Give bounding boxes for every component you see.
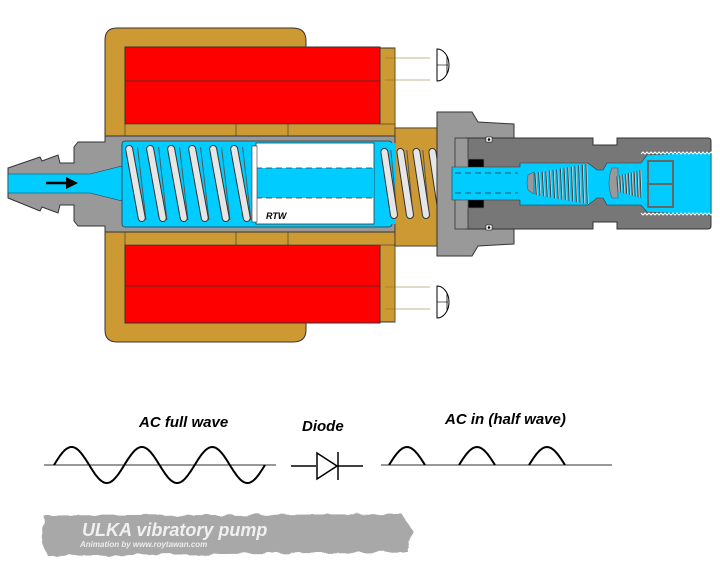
legend-half-wave: AC in (half wave) xyxy=(381,411,612,466)
half-wave-label: AC in (half wave) xyxy=(444,411,566,428)
check-valve-1 xyxy=(526,163,589,205)
solenoid-coil xyxy=(124,46,381,324)
screw-head-bottom xyxy=(436,285,450,319)
piston-marking: RTW xyxy=(266,211,288,221)
diode-symbol-icon xyxy=(291,451,363,481)
piston: RTW xyxy=(251,142,375,225)
banner-title: ULKA vibratory pump xyxy=(82,520,267,540)
title-banner: ULKA vibratory pump Animation by www.roy… xyxy=(40,514,412,556)
legend-diode: Diode xyxy=(291,418,363,481)
diode-label: Diode xyxy=(302,418,344,435)
return-spring xyxy=(125,145,252,222)
screw-head-top xyxy=(436,48,450,82)
half-wave-curve xyxy=(388,445,566,466)
legend-full-wave: AC full wave xyxy=(44,414,276,485)
full-wave-curve xyxy=(53,445,266,485)
check-valve-2 xyxy=(608,167,643,199)
full-wave-label: AC full wave xyxy=(138,414,228,431)
banner-credit: Animation by www.roytawan.com xyxy=(79,540,207,549)
flow-arrow-icon xyxy=(46,177,78,189)
threaded-outlet xyxy=(640,151,714,216)
